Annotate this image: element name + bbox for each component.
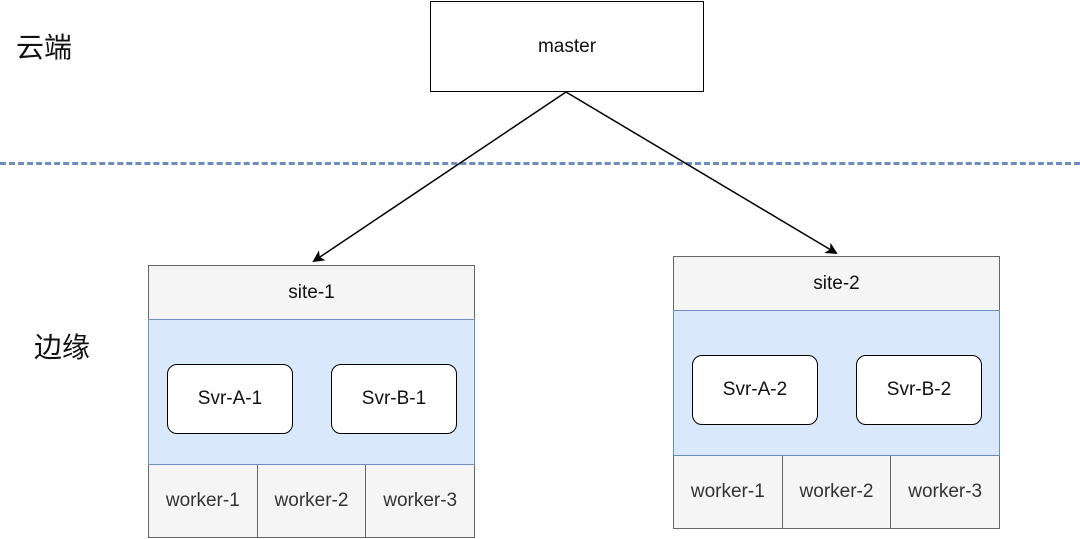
service-box[interactable]: Svr-A-1 xyxy=(167,364,293,434)
edge-zone-label: 边缘 xyxy=(34,331,91,364)
master-label: master xyxy=(537,35,597,57)
worker-cell[interactable]: worker-2 xyxy=(258,465,367,537)
arrow-master-to-site-2 xyxy=(565,91,838,255)
worker-row: worker-1 worker-2 worker-3 xyxy=(673,456,1000,529)
site-header: site-1 xyxy=(148,265,475,319)
service-box[interactable]: Svr-B-1 xyxy=(331,364,457,434)
worker-cell[interactable]: worker-2 xyxy=(783,456,892,528)
site-2-box[interactable]: site-2 Svr-A-2 Svr-B-2 worker-1 worker-2… xyxy=(673,256,1000,529)
site-services-area: Svr-A-2 Svr-B-2 xyxy=(673,310,1000,456)
site-header: site-2 xyxy=(673,256,1000,310)
worker-cell[interactable]: worker-1 xyxy=(674,456,783,528)
cloud-edge-divider xyxy=(0,162,1080,165)
service-box[interactable]: Svr-B-2 xyxy=(856,355,982,425)
cloud-zone-label: 云端 xyxy=(16,31,73,64)
site-services-area: Svr-A-1 Svr-B-1 xyxy=(148,319,475,465)
site-1-box[interactable]: site-1 Svr-A-1 Svr-B-1 worker-1 worker-2… xyxy=(148,265,475,538)
arrow-master-to-site-1 xyxy=(312,91,567,263)
service-box[interactable]: Svr-A-2 xyxy=(692,355,818,425)
worker-row: worker-1 worker-2 worker-3 xyxy=(148,465,475,538)
worker-cell[interactable]: worker-1 xyxy=(149,465,258,537)
worker-cell[interactable]: worker-3 xyxy=(908,481,983,502)
master-node[interactable]: master xyxy=(430,1,704,92)
worker-cell[interactable]: worker-3 xyxy=(383,490,458,511)
